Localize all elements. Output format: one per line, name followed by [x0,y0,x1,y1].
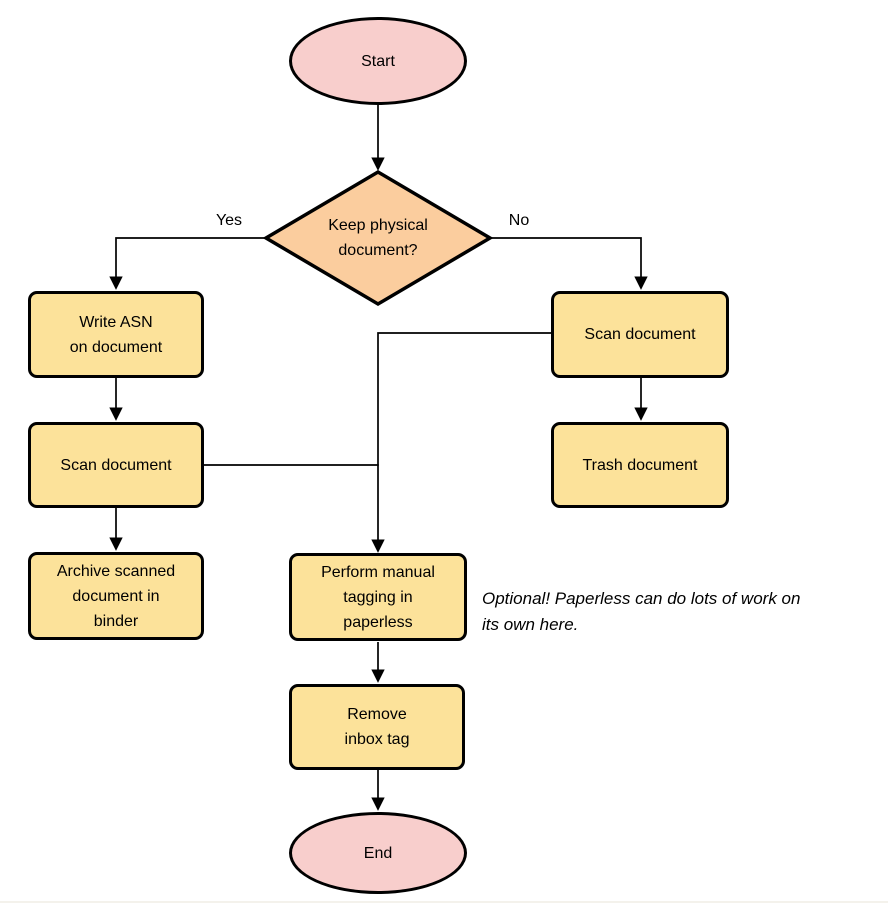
node-tagging-line1: Perform manual [321,563,435,581]
node-tagging-line3: paperless [343,613,413,631]
node-archive-line3: binder [93,612,139,630]
node-trash-text: Trash document [582,456,698,474]
node-remove-inbox-label: Remove inbox tag [345,702,410,752]
node-scan-document-right: Scan document [551,291,729,378]
node-decision-label: Keep physical document? [278,188,478,288]
annotation-line1: Optional! Paperless can do lots of work … [482,589,801,608]
bottom-divider [0,901,888,903]
node-remove-inbox: Remove inbox tag [289,684,465,770]
node-scan-document-left-label: Scan document [60,453,171,478]
node-tagging-label: Perform manual tagging in paperless [321,560,435,635]
node-archive-label: Archive scanned document in binder [57,559,175,634]
node-end: End [289,812,467,894]
edge-decision-yes-to-write-asn [109,237,266,290]
node-archive-line2: document in [72,587,160,605]
node-write-asn-line1: Write ASN [79,313,153,331]
node-decision-line2: document? [338,242,418,259]
node-start-text: Start [361,52,395,70]
node-remove-inbox-line1: Remove [347,706,407,723]
node-tagging-line2: tagging in [343,588,413,606]
node-scan-document-right-label: Scan document [584,322,695,347]
edge-label-no: No [508,212,530,229]
node-remove-inbox-line2: inbox tag [344,731,410,748]
edge-label-yes: Yes [215,212,243,229]
edge-decision-no-to-scan-right [490,237,648,290]
node-scan-document-left-text: Scan document [60,456,172,474]
node-decision-line1: Keep physical [328,217,428,234]
node-archive-line1: Archive scanned [56,562,176,580]
node-scan-document-left: Scan document [28,422,204,508]
node-tagging: Perform manual tagging in paperless [289,553,467,641]
node-end-text: End [363,844,393,862]
node-archive: Archive scanned document in binder [28,552,204,640]
node-trash-label: Trash document [582,453,697,478]
annotation-line2: its own here. [482,615,579,634]
annotation-note: Optional! Paperless can do lots of work … [482,586,800,638]
node-write-asn-label: Write ASN on document [70,310,163,360]
node-trash: Trash document [551,422,729,508]
decision-diamond-shape [262,169,494,307]
edge-scan-right-to-tagging [371,332,551,553]
node-write-asn: Write ASN on document [28,291,204,378]
node-start: Start [289,17,467,105]
node-decision-text-block: Keep physical document? [328,213,428,263]
node-end-label: End [364,841,392,866]
node-start-label: Start [361,49,395,74]
node-scan-document-right-text: Scan document [584,326,696,343]
node-write-asn-line2: on document [69,338,163,356]
